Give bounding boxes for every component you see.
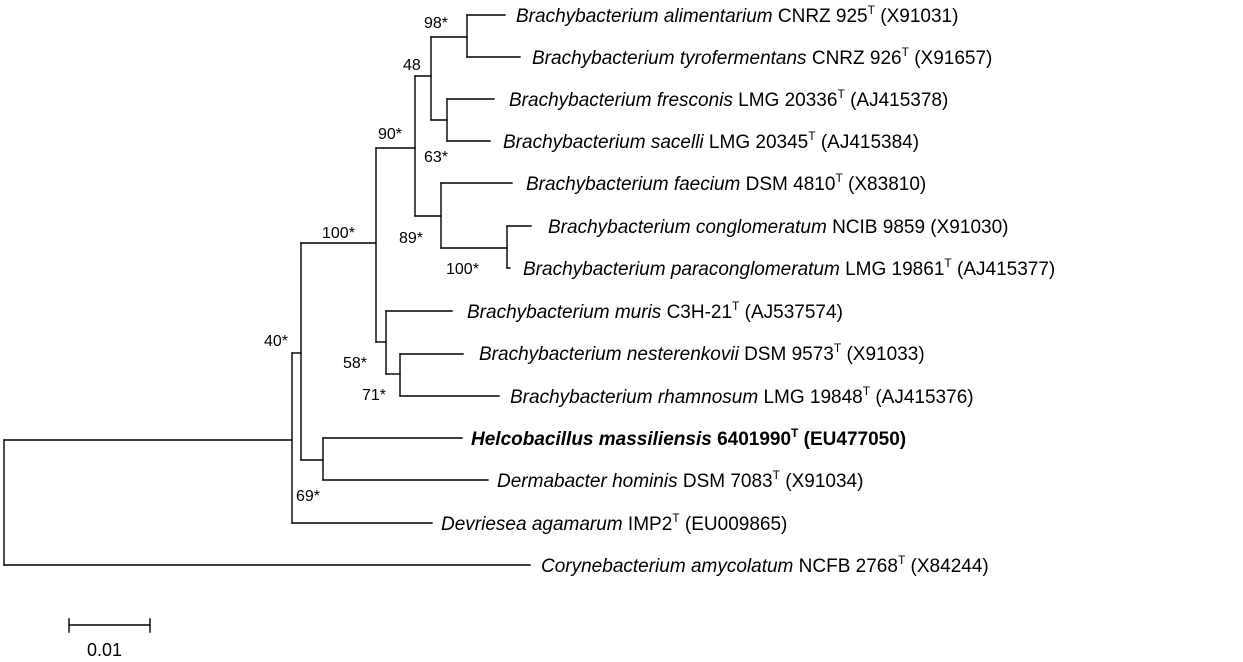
taxon-label-fresconis: Brachybacterium fresconis LMG 20336T (AJ… xyxy=(509,87,948,111)
taxon-accession: (EU009865) xyxy=(680,514,788,535)
bootstrap-89: 89* xyxy=(399,230,423,247)
taxon-strain: CNRZ 925 xyxy=(778,6,868,27)
taxon-accession: (AJ415376) xyxy=(870,387,974,408)
taxon-species-name: Brachybacterium alimentarium xyxy=(516,6,778,27)
scale-bar-label: 0.01 xyxy=(87,640,122,660)
taxon-label-rhamnosum: Brachybacterium rhamnosum LMG 19848T (AJ… xyxy=(510,384,974,408)
taxon-strain: LMG 20345 xyxy=(709,132,808,153)
taxon-accession: (X91034) xyxy=(780,471,863,492)
type-strain-mark: T xyxy=(808,129,816,143)
taxon-accession: (EU477050) xyxy=(798,429,906,450)
taxon-species-name: Brachybacterium faecium xyxy=(526,174,746,195)
type-strain-mark: T xyxy=(732,299,740,313)
type-strain-mark: T xyxy=(944,256,952,270)
taxon-accession: (X91031) xyxy=(875,6,958,27)
taxon-accession: (AJ415377) xyxy=(952,259,1056,280)
taxon-label-alimentarium: Brachybacterium alimentarium CNRZ 925T (… xyxy=(516,3,958,27)
taxon-label-tyrofermentans: Brachybacterium tyrofermentans CNRZ 926T… xyxy=(532,45,992,69)
taxon-accession: (AJ415378) xyxy=(845,90,949,111)
taxon-label-corynebacterium: Corynebacterium amycolatum NCFB 2768T (X… xyxy=(541,553,989,577)
taxon-label-muris: Brachybacterium muris C3H-21T (AJ537574) xyxy=(467,299,843,323)
type-strain-mark: T xyxy=(791,426,799,440)
taxon-species-name: Devriesea agamarum xyxy=(441,514,628,535)
taxon-species-name: Brachybacterium rhamnosum xyxy=(510,387,763,408)
bootstrap-100-ingroup: 100* xyxy=(322,225,355,242)
taxon-species-name: Helcobacillus massiliensis xyxy=(471,429,717,450)
taxon-label-faecium: Brachybacterium faecium DSM 4810T (X8381… xyxy=(526,171,926,195)
taxon-strain: LMG 20336 xyxy=(738,90,837,111)
bootstrap-40: 40* xyxy=(264,333,288,350)
taxon-label-sacelli: Brachybacterium sacelli LMG 20345T (AJ41… xyxy=(503,129,919,153)
taxon-strain: IMP2 xyxy=(628,514,672,535)
taxon-strain: DSM 7083 xyxy=(683,471,773,492)
bootstrap-69: 69* xyxy=(296,488,320,505)
taxon-species-name: Brachybacterium fresconis xyxy=(509,90,738,111)
taxon-strain: NCIB 9859 xyxy=(832,217,925,238)
type-strain-mark: T xyxy=(863,384,871,398)
taxon-accession: (X83810) xyxy=(843,174,926,195)
taxon-species-name: Corynebacterium amycolatum xyxy=(541,556,799,577)
bootstrap-90: 90* xyxy=(378,126,402,143)
taxon-label-conglomeratum: Brachybacterium conglomeratum NCIB 9859 … xyxy=(548,217,1008,238)
taxon-label-devriesea: Devriesea agamarum IMP2T (EU009865) xyxy=(441,511,787,535)
taxon-label-nesterenkovii: Brachybacterium nesterenkovii DSM 9573T … xyxy=(479,341,925,365)
scale-bar-line xyxy=(68,618,151,633)
taxon-strain: LMG 19861 xyxy=(845,259,944,280)
taxon-accession: (X91657) xyxy=(909,48,992,69)
bootstrap-63: 63* xyxy=(424,149,448,166)
taxon-accession: (AJ415384) xyxy=(816,132,920,153)
taxon-strain: 6401990 xyxy=(717,429,791,450)
taxon-strain: CNRZ 926 xyxy=(812,48,902,69)
taxon-label-paraconglomeratum: Brachybacterium paraconglomeratum LMG 19… xyxy=(523,256,1055,280)
taxon-accession: (AJ537574) xyxy=(739,302,843,323)
type-strain-mark: T xyxy=(868,3,876,17)
taxon-strain: DSM 9573 xyxy=(744,344,834,365)
taxon-strain: LMG 19848 xyxy=(763,387,862,408)
type-strain-mark: T xyxy=(834,341,842,355)
scale-bar: 0.01 xyxy=(68,618,151,660)
type-strain-mark: T xyxy=(773,468,781,482)
taxon-strain: NCFB 2768 xyxy=(799,556,898,577)
taxon-labels: Brachybacterium alimentarium CNRZ 925T (… xyxy=(441,3,1055,577)
bootstrap-values: 98* 48 63* 90* 89* 100* 100* 58* 71* 40*… xyxy=(264,15,479,505)
bootstrap-98: 98* xyxy=(424,15,448,32)
taxon-species-name: Brachybacterium tyrofermentans xyxy=(532,48,812,69)
type-strain-mark: T xyxy=(902,45,910,59)
taxon-species-name: Brachybacterium sacelli xyxy=(503,132,709,153)
taxon-strain: C3H-21 xyxy=(667,302,732,323)
taxon-accession: (X84244) xyxy=(905,556,988,577)
taxon-accession: (X91033) xyxy=(841,344,924,365)
type-strain-mark: T xyxy=(837,87,845,101)
tree-branches xyxy=(3,14,532,566)
taxon-strain: DSM 4810 xyxy=(746,174,836,195)
taxon-species-name: Brachybacterium paraconglomeratum xyxy=(523,259,845,280)
taxon-label-dermabacter: Dermabacter hominis DSM 7083T (X91034) xyxy=(497,468,863,492)
bootstrap-71: 71* xyxy=(362,387,386,404)
bootstrap-58: 58* xyxy=(343,355,367,372)
taxon-label-helcobacillus: Helcobacillus massiliensis 6401990T (EU4… xyxy=(471,426,906,450)
type-strain-mark: T xyxy=(672,511,680,525)
taxon-species-name: Brachybacterium nesterenkovii xyxy=(479,344,744,365)
type-strain-mark: T xyxy=(898,553,906,567)
taxon-accession: (X91030) xyxy=(925,217,1008,238)
taxon-species-name: Dermabacter hominis xyxy=(497,471,683,492)
taxon-species-name: Brachybacterium muris xyxy=(467,302,667,323)
type-strain-mark: T xyxy=(835,171,843,185)
taxon-species-name: Brachybacterium conglomeratum xyxy=(548,217,832,238)
bootstrap-48: 48 xyxy=(403,57,421,74)
bootstrap-100-paraconglomeratum: 100* xyxy=(446,261,479,278)
